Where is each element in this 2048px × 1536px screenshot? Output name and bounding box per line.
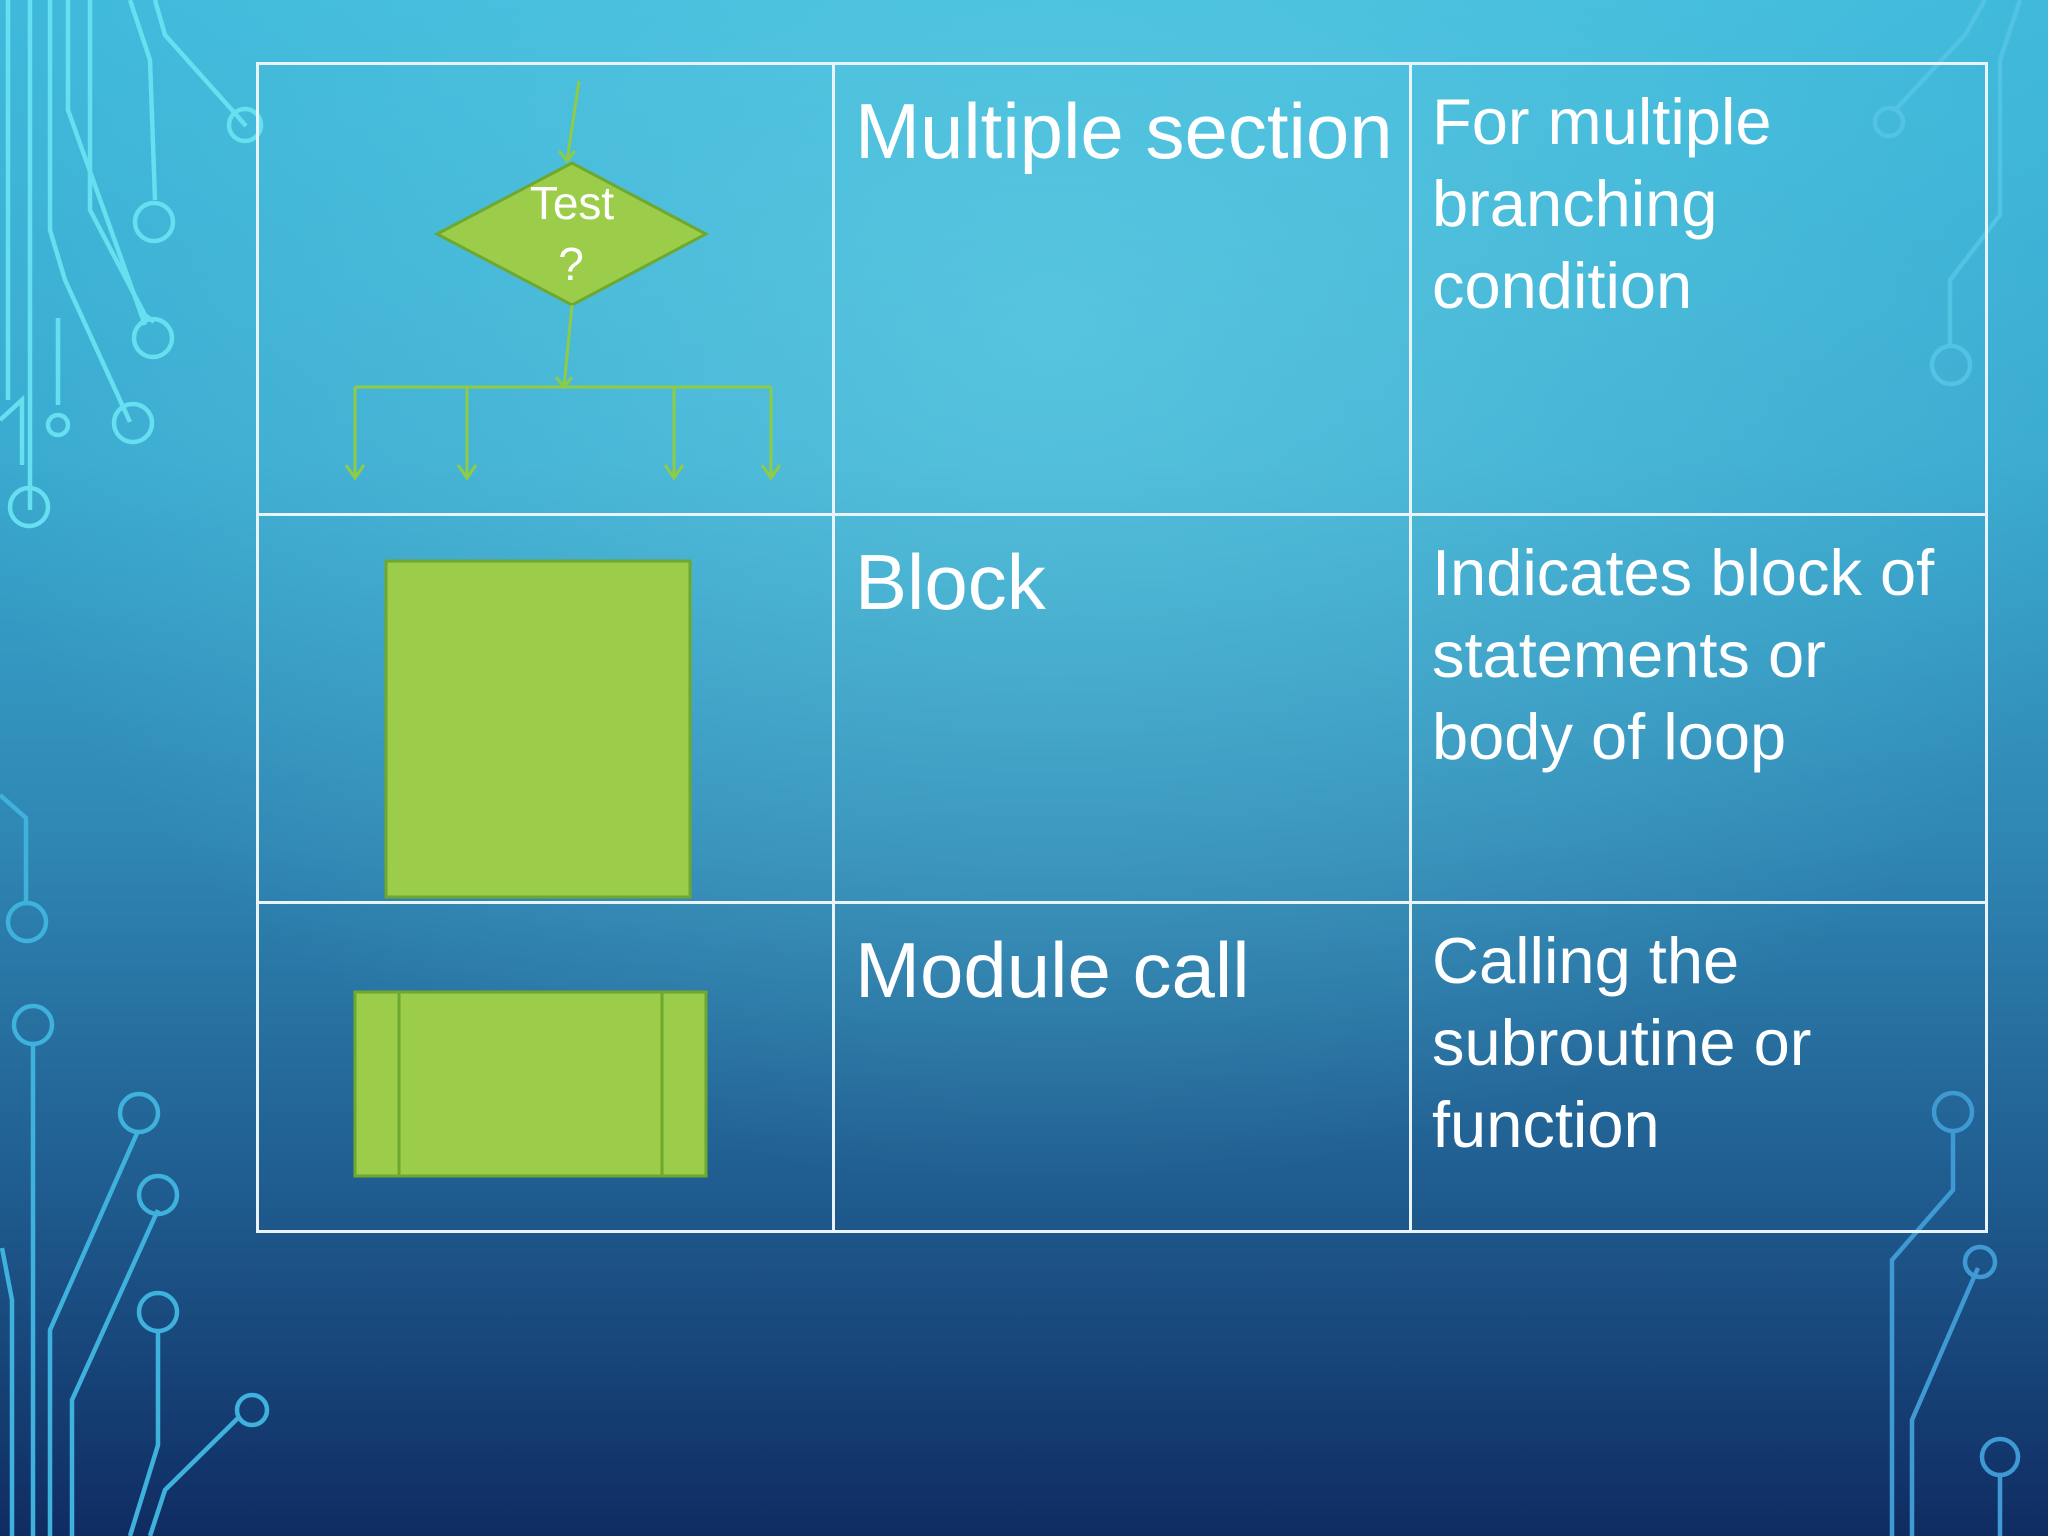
symbol-name: Multiple section xyxy=(855,87,1393,175)
table-row: Test ? Multiple section For mu xyxy=(256,62,1988,516)
symbol-name-cell: Multiple section xyxy=(832,62,1412,516)
incoming-arrowhead xyxy=(557,150,577,164)
symbol-description-cell: Indicates block of statements or body of… xyxy=(1409,513,1988,904)
symbol-description-cell: Calling the subroutine or function xyxy=(1409,901,1988,1233)
circuit-top-left xyxy=(0,0,264,529)
symbol-description: Calling the subroutine or function xyxy=(1432,924,1812,1161)
flowchart-symbols-table: Test ? Multiple section For mu xyxy=(256,62,1988,1233)
symbol-name: Module call xyxy=(855,926,1250,1014)
symbol-description-cell: For multiple branching condition xyxy=(1409,62,1988,516)
module-call-symbol xyxy=(353,990,708,1178)
symbol-name-cell: Module call xyxy=(832,901,1412,1233)
symbol-description: Indicates block of statements or body of… xyxy=(1432,536,1935,773)
incoming-arrow xyxy=(565,80,581,162)
decision-label-question: ? xyxy=(558,238,584,290)
table-row: Module call Calling the subroutine or fu… xyxy=(256,901,1988,1233)
block-symbol xyxy=(384,559,692,899)
symbol-description: For multiple branching condition xyxy=(1432,85,1772,322)
branch-outputs xyxy=(344,387,782,481)
decision-label-test: Test xyxy=(530,177,615,229)
symbol-name: Block xyxy=(855,538,1046,626)
branch-stem xyxy=(562,304,574,388)
symbol-cell: Test ? xyxy=(256,62,835,516)
symbol-name-cell: Block xyxy=(832,513,1412,904)
symbol-cell xyxy=(256,901,835,1233)
predefined-process-rectangle xyxy=(353,990,708,1178)
table-row: Block Indicates block of statements or b… xyxy=(256,513,1988,904)
symbol-cell xyxy=(256,513,835,904)
circuit-bottom-left xyxy=(0,793,270,1536)
block-rectangle xyxy=(384,559,692,899)
multiple-branch-decision-symbol: Test ? xyxy=(344,80,782,481)
